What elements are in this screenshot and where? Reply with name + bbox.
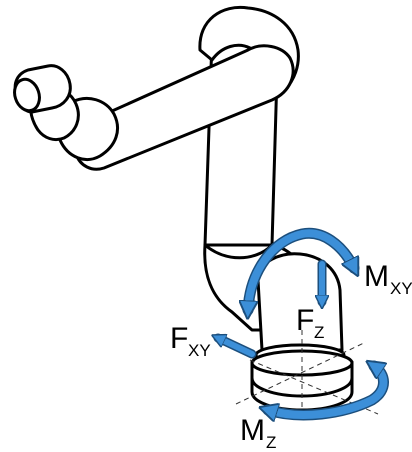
force-xy-main: F bbox=[170, 322, 188, 355]
moment-xy-sub: XY bbox=[390, 279, 412, 298]
moment-xy-main: M bbox=[364, 260, 389, 293]
moment-xy-arrow bbox=[248, 227, 360, 310]
label-force-xy: F XY bbox=[170, 322, 211, 360]
force-xy-sub: XY bbox=[188, 341, 211, 360]
moment-z-arrow bbox=[268, 366, 389, 415]
force-z-sub: Z bbox=[314, 323, 324, 342]
base-plate-top bbox=[250, 349, 354, 377]
moment-z-sub: Z bbox=[266, 433, 276, 452]
force-arrows bbox=[218, 227, 389, 415]
label-force-z: F Z bbox=[296, 304, 324, 342]
tool-flange-face bbox=[13, 77, 41, 113]
force-xy-arrow bbox=[218, 333, 257, 359]
force-z-main: F bbox=[296, 304, 314, 337]
moment-z-main: M bbox=[240, 414, 265, 447]
label-moment-z: M Z bbox=[240, 414, 276, 452]
label-moment-xy: M XY bbox=[364, 260, 412, 298]
